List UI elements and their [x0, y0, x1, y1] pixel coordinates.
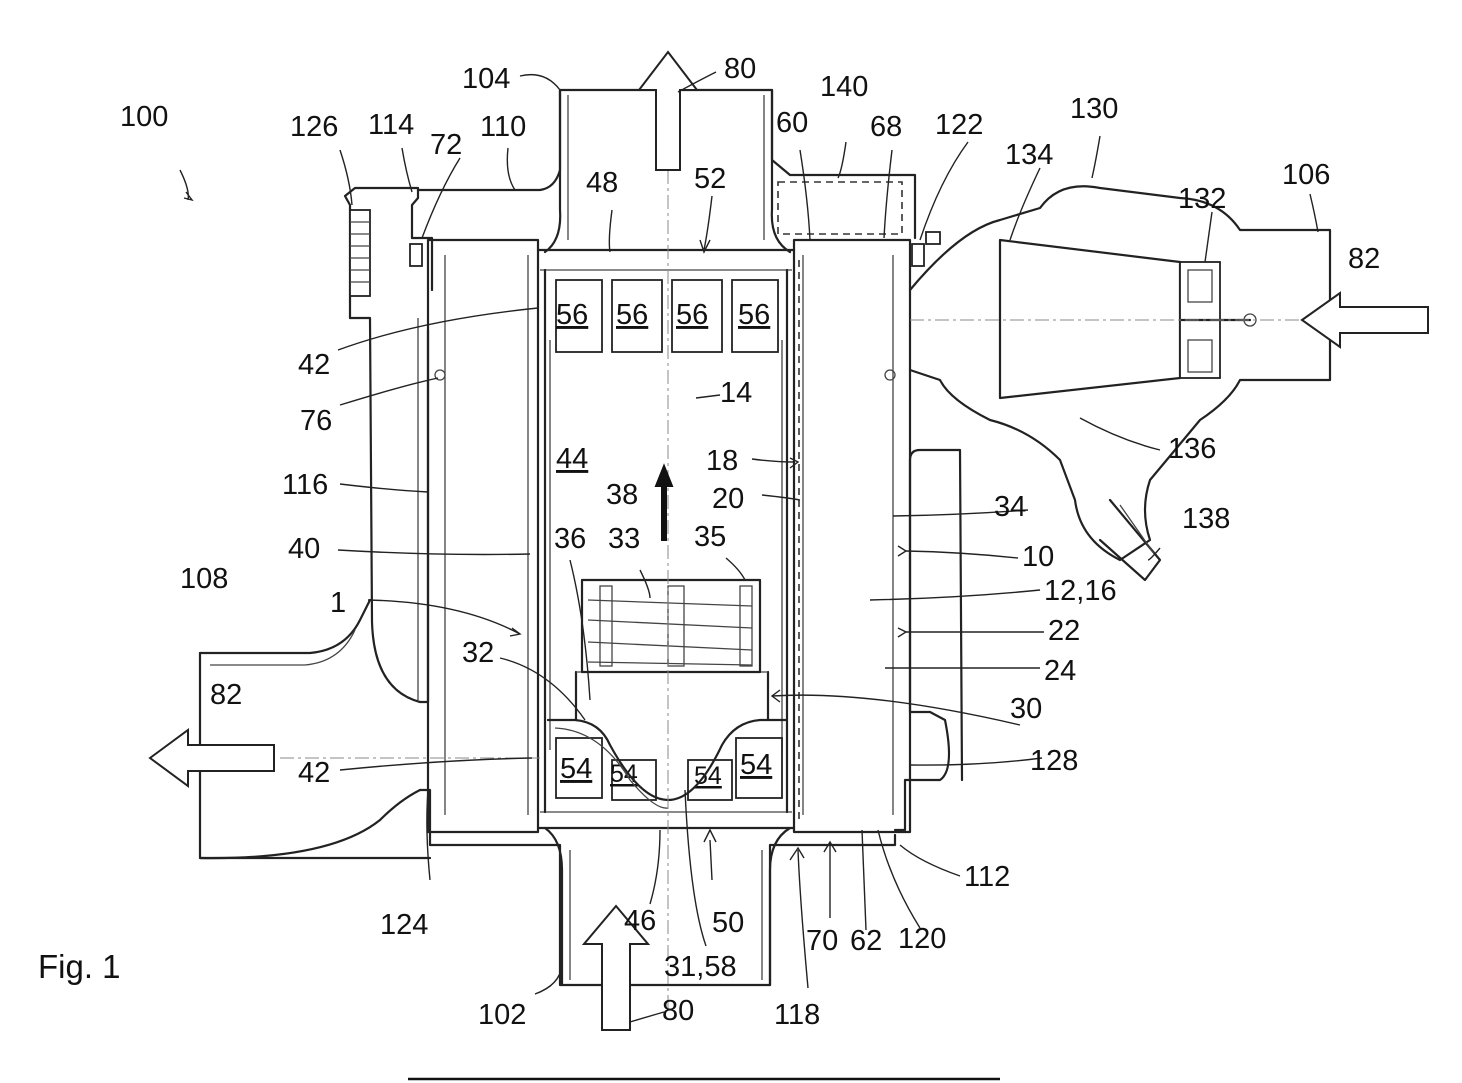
flow-arrows — [150, 52, 1428, 1030]
ref-label: 46 — [624, 905, 656, 937]
ref-label: 136 — [1168, 433, 1216, 465]
ref-label: 62 — [850, 925, 882, 957]
ref-label: 120 — [898, 923, 946, 955]
cell-label: 56 — [616, 299, 648, 331]
ref-label: 12,16 — [1044, 575, 1117, 607]
ref-label: 80 — [662, 995, 694, 1027]
ref-label: 126 — [290, 111, 338, 143]
cell-label: 56 — [676, 299, 708, 331]
cell-label: 56 — [556, 299, 588, 331]
ref-label: 20 — [712, 483, 744, 515]
ref-label: 140 — [820, 71, 868, 103]
cell-label: 54 — [560, 753, 592, 785]
ref-label: 60 — [776, 107, 808, 139]
ref-label: 32 — [462, 637, 494, 669]
ref-label: 30 — [1010, 693, 1042, 725]
ref-label: 31,58 — [664, 951, 737, 983]
ref-label: 130 — [1070, 93, 1118, 125]
ref-label: 106 — [1282, 159, 1330, 191]
ref-label: 36 — [554, 523, 586, 555]
inner-space-label: 44 — [556, 443, 588, 475]
ref-label: 104 — [462, 63, 510, 95]
upper-cell-row: 56 56 56 56 — [556, 280, 778, 352]
ref-label: 35 — [694, 521, 726, 553]
ref-label: 40 — [288, 533, 320, 565]
ref-label: 118 — [774, 999, 820, 1031]
ref-label: 42 — [298, 757, 330, 789]
up-arrow-icon — [639, 52, 697, 170]
ref-label: 138 — [1182, 503, 1230, 535]
reference-numerals: 100 126 114 72 110 104 80 140 60 68 122 … — [120, 53, 1380, 1031]
ref-label: 134 — [1005, 139, 1053, 171]
lower-cell-row: 54 54 54 54 — [556, 738, 782, 800]
ref-label: 108 — [180, 563, 228, 595]
flow-direction-icon — [656, 466, 672, 540]
ref-label: 38 — [606, 479, 638, 511]
ref-label: 114 — [368, 109, 414, 141]
cell-label: 54 — [694, 762, 722, 790]
ref-label: 48 — [586, 167, 618, 199]
ref-label: 112 — [964, 861, 1010, 893]
ref-label: 34 — [994, 491, 1026, 523]
sensor-box — [778, 182, 902, 234]
side-branch — [910, 186, 1330, 580]
left-arrow-icon — [150, 730, 274, 786]
ref-label: 50 — [712, 907, 744, 939]
ref-label: 100 — [120, 101, 168, 133]
ref-label: 124 — [380, 909, 428, 941]
ref-label: 42 — [298, 349, 330, 381]
ref-label: 132 — [1178, 183, 1226, 215]
ref-label: 80 — [724, 53, 756, 85]
ref-label: 116 — [282, 469, 328, 501]
ref-label: 70 — [806, 925, 838, 957]
ref-label: 14 — [720, 377, 752, 409]
cell-label: 56 — [738, 299, 770, 331]
ref-label: 82 — [1348, 243, 1380, 275]
ref-label: 102 — [478, 999, 526, 1031]
left-outlet — [200, 600, 430, 858]
ref-label: 10 — [1022, 541, 1054, 573]
ref-label: 18 — [706, 445, 738, 477]
ref-label: 72 — [430, 129, 462, 161]
ref-label: 82 — [210, 679, 242, 711]
ref-label: 76 — [300, 405, 332, 437]
left-arrow-icon — [1302, 293, 1428, 347]
ref-label: 68 — [870, 111, 902, 143]
ref-label: 1 — [330, 587, 346, 619]
ref-label: 122 — [935, 109, 983, 141]
ref-label: 22 — [1048, 615, 1080, 647]
cell-label: 54 — [740, 749, 772, 781]
ref-label: 110 — [480, 111, 526, 143]
outer-housing — [345, 90, 962, 985]
filter-cylinder — [428, 240, 910, 832]
ref-label: 33 — [608, 523, 640, 555]
figure-caption: Fig. 1 — [38, 948, 121, 985]
ref-label: 24 — [1044, 655, 1076, 687]
ref-label: 128 — [1030, 745, 1078, 777]
ref-label: 52 — [694, 163, 726, 195]
